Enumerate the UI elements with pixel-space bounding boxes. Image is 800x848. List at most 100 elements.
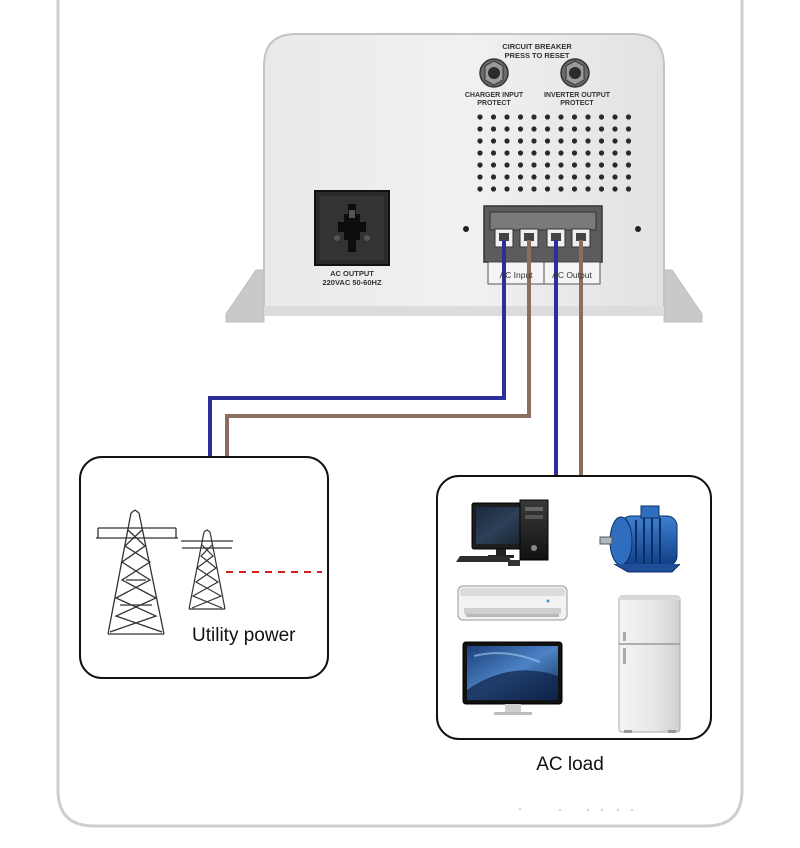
vent-hole — [531, 150, 537, 156]
vent-hole — [531, 162, 537, 168]
vent-hole — [517, 114, 524, 120]
vent-hole — [490, 138, 497, 144]
vent-hole — [558, 138, 564, 144]
vent-hole — [531, 186, 537, 192]
vent-hole — [544, 138, 551, 144]
vent-hole — [571, 138, 578, 144]
utility-power-label: Utility power — [192, 625, 296, 646]
vent-hole — [585, 162, 591, 168]
vent-hole — [477, 186, 483, 192]
breaker-title-line2: PRESS TO RESET — [505, 51, 570, 60]
terminal-input-label: AC Input — [499, 270, 533, 280]
vent-hole — [585, 174, 591, 180]
socket-label-line1: AC OUTPUT — [330, 269, 374, 278]
monitor-icon — [462, 641, 563, 715]
vent-hole — [544, 150, 551, 156]
power-tower-icon — [181, 529, 233, 610]
vent-hole — [517, 138, 524, 144]
vent-hole — [477, 162, 483, 168]
vent-hole — [571, 126, 578, 132]
vent-hole — [598, 186, 605, 192]
vent-hole — [598, 138, 605, 144]
left-foot — [225, 269, 265, 323]
vent-hole — [625, 186, 632, 192]
electric-motor-icon — [599, 505, 681, 573]
vent-hole — [490, 162, 497, 168]
vent-hole — [585, 114, 591, 120]
vent-hole — [544, 174, 551, 180]
vent-hole — [504, 174, 510, 180]
circuit-breaker-icon[interactable] — [479, 58, 509, 88]
vent-hole — [517, 186, 524, 192]
vent-hole — [477, 174, 483, 180]
vent-hole — [490, 114, 497, 120]
vent-hole — [571, 114, 578, 120]
vent-hole — [517, 174, 524, 180]
screw — [635, 226, 641, 232]
outer-panel — [56, 0, 744, 828]
vent-hole — [571, 150, 578, 156]
vent-hole — [625, 162, 632, 168]
screw — [463, 226, 469, 232]
breaker-title-line1: CIRCUIT BREAKER — [502, 42, 572, 51]
vent-hole — [504, 114, 510, 120]
circuit-breaker-icon[interactable] — [560, 58, 590, 88]
vent-hole — [625, 114, 632, 120]
vent-hole — [517, 162, 524, 168]
vent-hole — [612, 174, 618, 180]
vent-hole — [490, 150, 497, 156]
vent-hole — [558, 150, 564, 156]
vent-hole — [504, 126, 510, 132]
vent-hole — [625, 126, 632, 132]
vent-hole — [585, 150, 591, 156]
vent-hole — [490, 186, 497, 192]
air-conditioner-icon — [457, 585, 568, 621]
vent-hole — [612, 126, 618, 132]
vent-hole — [477, 138, 483, 144]
socket-label-line2: 220VAC 50-60HZ — [322, 278, 381, 287]
input-live-wire — [208, 240, 506, 456]
vent-hole — [517, 150, 524, 156]
vent-hole — [531, 126, 537, 132]
vent-hole — [504, 186, 510, 192]
vent-hole — [531, 138, 537, 144]
vent-hole — [585, 138, 591, 144]
ac-load-label: AC load — [536, 754, 604, 775]
vent-grille — [477, 114, 632, 192]
vent-hole — [504, 162, 510, 168]
vent-hole — [544, 114, 551, 120]
vent-hole — [612, 150, 618, 156]
charger-protect-line1: CHARGER INPUT — [465, 92, 524, 99]
vent-hole — [558, 174, 564, 180]
vent-hole — [504, 150, 510, 156]
inverter-protect-line2: PROTECT — [560, 100, 594, 107]
vent-hole — [612, 138, 618, 144]
vent-hole — [490, 174, 497, 180]
utility-power-box: Utility power — [79, 456, 329, 679]
vent-hole — [585, 186, 591, 192]
inverter-body — [263, 33, 665, 315]
vent-hole — [571, 174, 578, 180]
vent-hole — [598, 126, 605, 132]
vent-hole — [477, 150, 483, 156]
vent-hole — [625, 150, 632, 156]
vent-hole — [598, 174, 605, 180]
vent-hole — [571, 162, 578, 168]
vent-hole — [477, 126, 483, 132]
vent-hole — [585, 126, 591, 132]
charger-protect-line2: PROTECT — [477, 100, 511, 107]
vent-hole — [612, 114, 618, 120]
universal-socket-icon[interactable] — [314, 190, 390, 266]
inverter-protect-line1: INVERTER OUTPUT — [544, 92, 611, 99]
refrigerator-icon — [618, 595, 681, 733]
vent-hole — [477, 114, 483, 120]
terminal-output-label: AC Output — [552, 270, 592, 280]
vent-hole — [558, 186, 564, 192]
wires — [208, 240, 583, 476]
power-tower-icon — [96, 509, 178, 635]
vent-hole — [531, 174, 537, 180]
terminal-block — [483, 205, 603, 285]
ac-load-box — [436, 475, 712, 740]
vent-hole — [598, 150, 605, 156]
